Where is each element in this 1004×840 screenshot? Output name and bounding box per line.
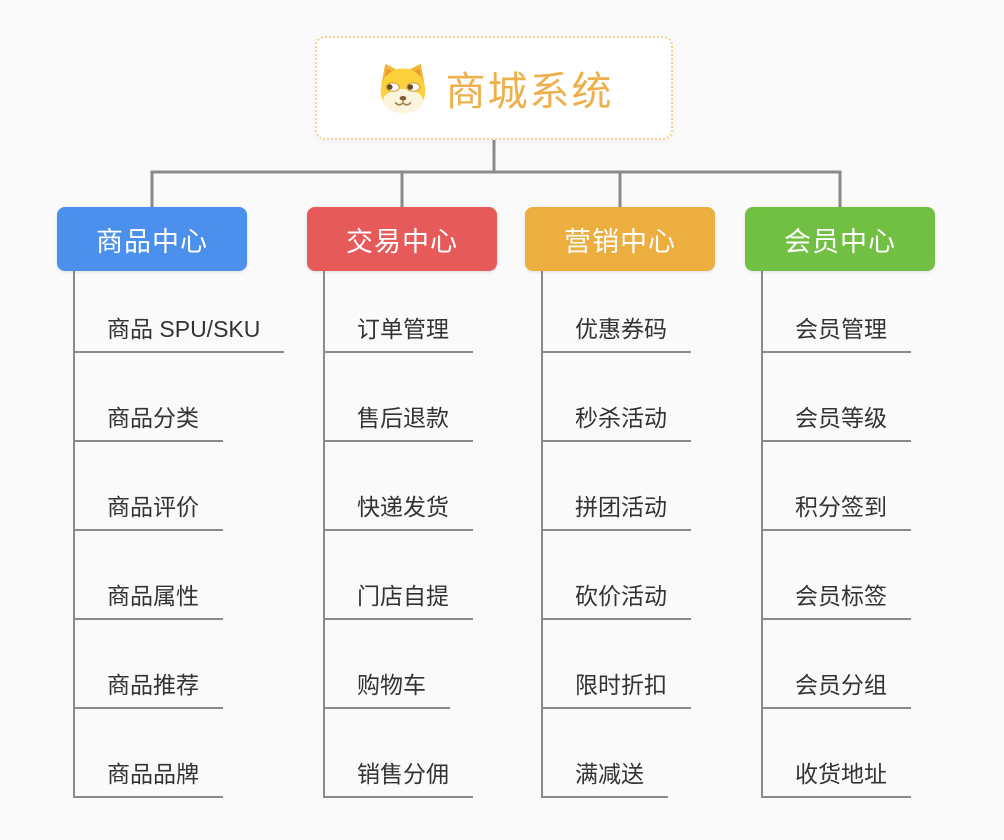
item-row: 商品 SPU/SKU [75, 271, 317, 353]
sub-item[interactable]: 优惠券码 [543, 310, 691, 353]
sub-item[interactable]: 商品品牌 [75, 755, 223, 798]
sub-item[interactable]: 门店自提 [325, 577, 473, 620]
branch-item-list: 订单管理售后退款快递发货门店自提购物车销售分佣 [323, 271, 567, 798]
sub-item[interactable]: 砍价活动 [543, 577, 691, 620]
sub-item[interactable]: 商品 SPU/SKU [75, 310, 285, 353]
branch-label: 会员中心 [784, 226, 896, 257]
branch-label: 交易中心 [346, 226, 458, 257]
branch-node-2[interactable]: 营销中心 [525, 207, 715, 271]
item-row: 会员管理 [763, 271, 1004, 353]
branch-column-0: 商品中心 商品 SPU/SKU 商品分类商品评价商品属性商品推荐商品品牌 [57, 207, 317, 798]
item-row: 秒杀活动 [543, 353, 785, 442]
item-row: 购物车 [325, 620, 567, 709]
branch-label: 营销中心 [564, 226, 676, 257]
sub-item[interactable]: 满减送 [543, 755, 668, 798]
sub-item[interactable]: 销售分佣 [325, 755, 473, 798]
item-row: 会员等级 [763, 353, 1004, 442]
item-row: 收货地址 [763, 709, 1004, 798]
branch-column-3: 会员中心 会员管理会员等级积分签到会员标签会员分组收货地址 [745, 207, 1004, 798]
item-row: 订单管理 [325, 271, 567, 353]
branch-node-1[interactable]: 交易中心 [307, 207, 497, 271]
dog-face-icon [380, 63, 425, 114]
branch-node-0[interactable]: 商品中心 [57, 207, 247, 271]
branch-column-2: 营销中心 优惠券码秒杀活动拼团活动砍价活动限时折扣满减送 [525, 207, 785, 798]
sub-item[interactable]: 售后退款 [325, 399, 473, 442]
branch-item-list: 会员管理会员等级积分签到会员标签会员分组收货地址 [761, 271, 1004, 798]
sub-item[interactable]: 商品推荐 [75, 666, 223, 709]
item-row: 商品评价 [75, 442, 317, 531]
item-row: 门店自提 [325, 531, 567, 620]
item-row: 销售分佣 [325, 709, 567, 798]
sub-item[interactable]: 收货地址 [763, 755, 911, 798]
item-row: 售后退款 [325, 353, 567, 442]
sub-item[interactable]: 会员等级 [763, 399, 911, 442]
item-row: 快递发货 [325, 442, 567, 531]
item-row: 拼团活动 [543, 442, 785, 531]
sub-item[interactable]: 积分签到 [763, 488, 911, 531]
item-row: 会员分组 [763, 620, 1004, 709]
item-row: 限时折扣 [543, 620, 785, 709]
sub-item[interactable]: 秒杀活动 [543, 399, 691, 442]
root-title: 商城系统 [445, 70, 614, 114]
branch-item-list: 商品 SPU/SKU 商品分类商品评价商品属性商品推荐商品品牌 [73, 271, 317, 798]
branch-item-list: 优惠券码秒杀活动拼团活动砍价活动限时折扣满减送 [541, 271, 785, 798]
sub-item[interactable]: 会员标签 [763, 577, 911, 620]
root-node[interactable]: 商城系统 [315, 36, 673, 140]
branch-label: 商品中心 [96, 226, 208, 257]
item-row: 满减送 [543, 709, 785, 798]
branch-column-1: 交易中心 订单管理售后退款快递发货门店自提购物车销售分佣 [307, 207, 567, 798]
item-row: 砍价活动 [543, 531, 785, 620]
item-row: 积分签到 [763, 442, 1004, 531]
sub-item[interactable]: 购物车 [325, 666, 450, 709]
sub-item[interactable]: 商品属性 [75, 577, 223, 620]
sub-item[interactable]: 商品分类 [75, 399, 223, 442]
item-row: 会员标签 [763, 531, 1004, 620]
item-row: 商品分类 [75, 353, 317, 442]
sub-item[interactable]: 快递发货 [325, 488, 473, 531]
branch-node-3[interactable]: 会员中心 [745, 207, 935, 271]
item-row: 商品推荐 [75, 620, 317, 709]
item-row: 商品品牌 [75, 709, 317, 798]
sub-item[interactable]: 商品评价 [75, 488, 223, 531]
item-row: 优惠券码 [543, 271, 785, 353]
item-row: 商品属性 [75, 531, 317, 620]
sub-item[interactable]: 拼团活动 [543, 488, 691, 531]
sub-item[interactable]: 订单管理 [325, 310, 473, 353]
sub-item[interactable]: 会员分组 [763, 666, 911, 709]
sub-item[interactable]: 会员管理 [763, 310, 911, 353]
sub-item[interactable]: 限时折扣 [543, 666, 691, 709]
